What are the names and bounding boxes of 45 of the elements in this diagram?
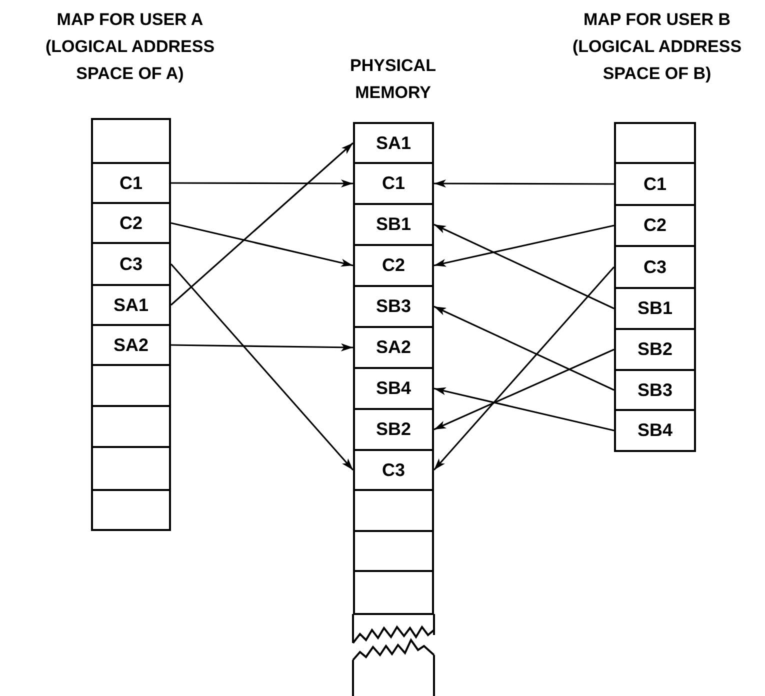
arrow: [434, 224, 614, 267]
arrow: [434, 180, 614, 188]
memory-cell: C2: [91, 202, 171, 244]
memory-cell: SA2: [353, 326, 434, 369]
memory-cell: C1: [614, 162, 696, 206]
empty-cell: [353, 530, 434, 572]
memory-cell: C3: [91, 242, 171, 286]
memory-cell: SB4: [614, 409, 696, 452]
memory-cell: SB1: [614, 287, 696, 330]
empty-cell: [91, 446, 171, 491]
memory-cell: C1: [353, 162, 434, 205]
memory-cell: SB2: [614, 328, 696, 371]
column-heading: MAP FOR USER A (LOGICAL ADDRESS SPACE OF A): [44, 9, 216, 85]
arrow: [434, 387, 614, 432]
memory-cell: C1: [91, 162, 171, 204]
arrow: [170, 142, 354, 306]
memory-cell: SA1: [353, 122, 434, 164]
arrow: [170, 343, 354, 352]
arrow: [434, 306, 614, 391]
empty-cell: [91, 118, 171, 164]
empty-cell: [353, 570, 434, 615]
arrow: [434, 224, 614, 310]
memory-cell: SB3: [614, 369, 696, 411]
empty-cell: [353, 489, 434, 532]
memory-cell: SB2: [353, 408, 434, 451]
memory-cell: SB1: [353, 203, 434, 246]
arrow: [170, 263, 354, 471]
arrow: [433, 266, 615, 471]
empty-cell: [91, 489, 171, 531]
memory-cell: C3: [614, 245, 696, 289]
memory-cell: SA2: [91, 324, 171, 366]
empty-cell: [91, 405, 171, 448]
memory-cell: C2: [614, 204, 696, 247]
empty-cell: [614, 122, 696, 164]
memory-cell: SB4: [353, 367, 434, 410]
memory-cell: SA1: [91, 284, 171, 326]
arrow: [434, 348, 614, 430]
memory-cell: C3: [353, 449, 434, 491]
arrow: [171, 179, 353, 188]
arrow: [170, 222, 354, 267]
column-heading: PHYSICAL MEMORY: [349, 55, 437, 104]
memory-cell: C2: [353, 244, 434, 287]
memory-cell: SB3: [353, 285, 434, 328]
empty-cell: [91, 364, 171, 407]
column-heading: MAP FOR USER B (LOGICAL ADDRESS SPACE OF B): [571, 9, 743, 85]
